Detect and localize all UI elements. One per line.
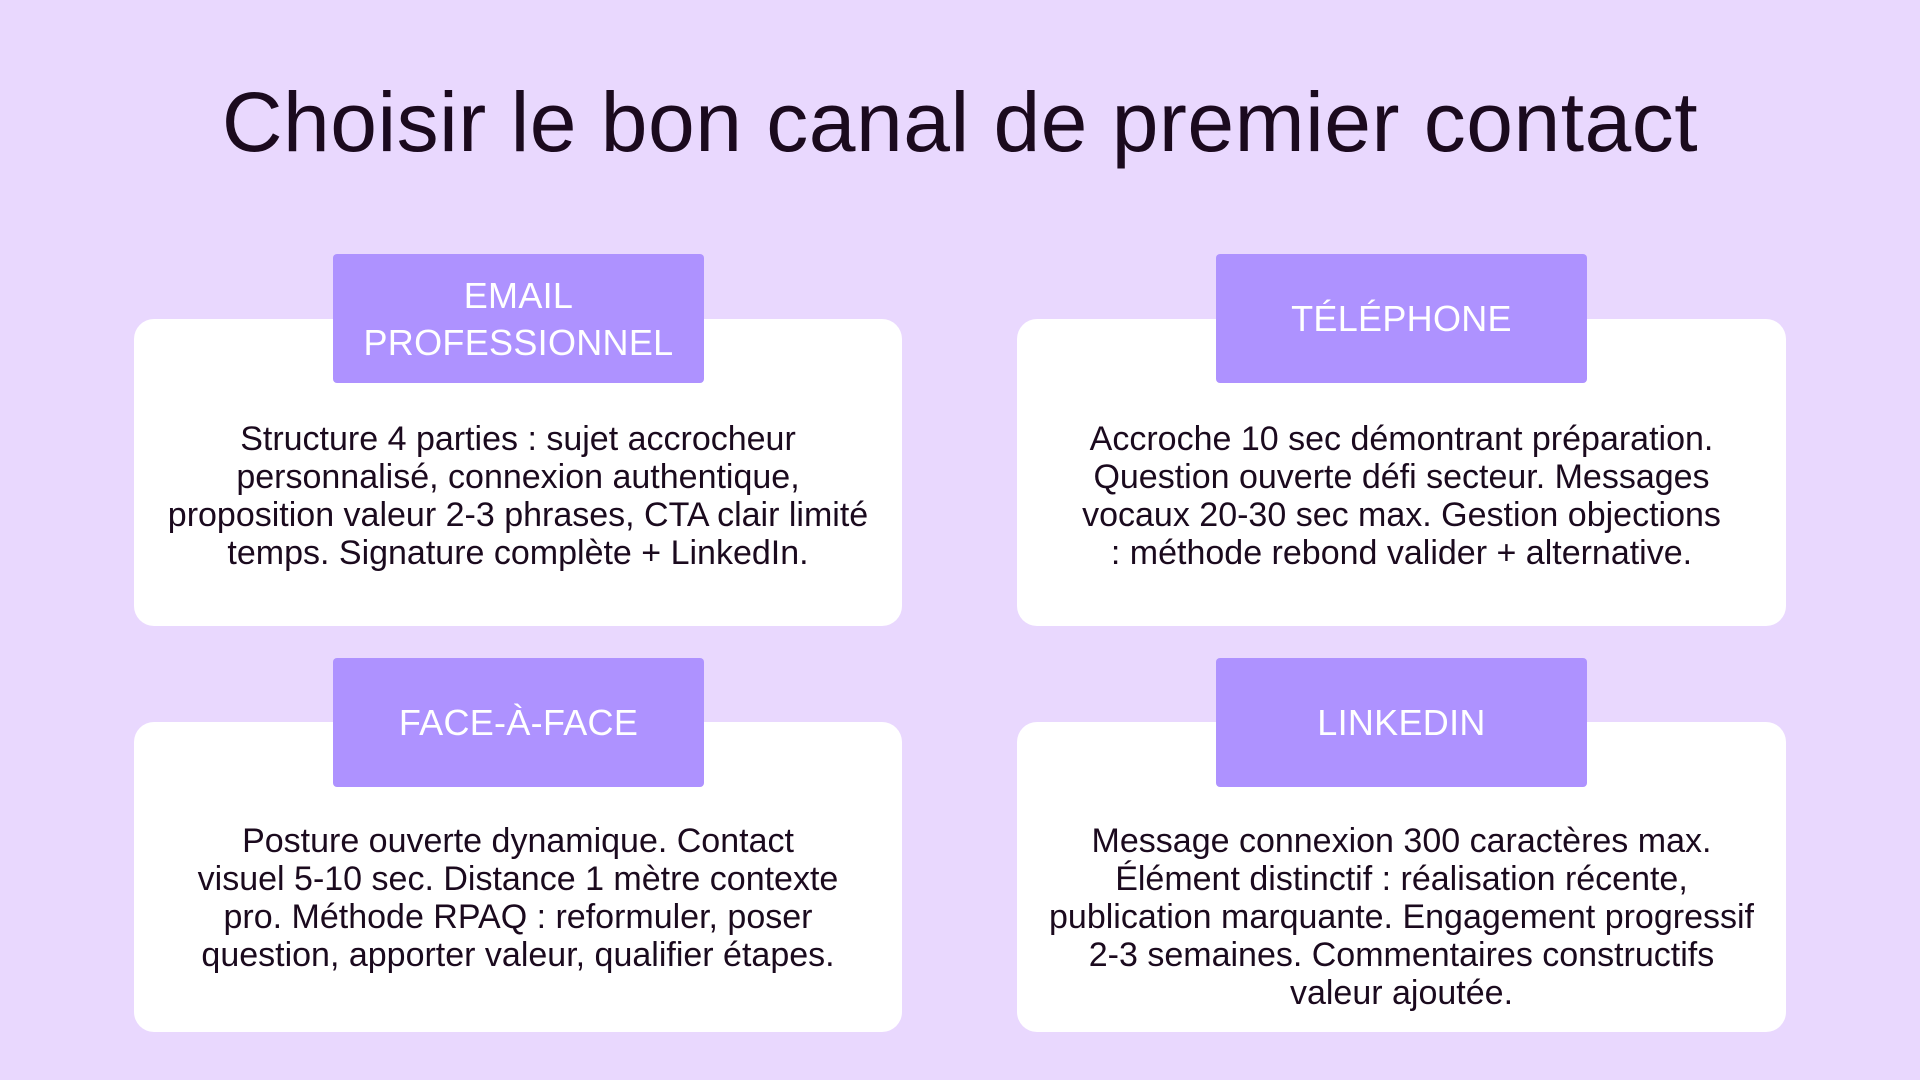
tab-telephone: TÉLÉPHONE xyxy=(1216,254,1587,383)
tab-face-a-face: FACE-À-FACE xyxy=(333,658,704,787)
tab-email-label: EMAIL PROFESSIONNEL xyxy=(363,274,674,363)
card-email-body: Structure 4 parties : sujet accrocheur p… xyxy=(167,420,869,572)
tab-linkedin-label: LINKEDIN xyxy=(1317,702,1486,743)
page-title: Choisir le bon canal de premier contact xyxy=(221,75,1699,169)
card-face-a-face: Posture ouverte dynamique. Contact visue… xyxy=(134,722,902,1032)
card-telephone-body: Accroche 10 sec démontrant préparation. … xyxy=(1082,420,1721,572)
card-linkedin-body: Message connexion 300 caractères max. Él… xyxy=(1049,822,1754,1012)
card-face-a-face-body: Posture ouverte dynamique. Contact visue… xyxy=(197,822,839,974)
tab-telephone-label: TÉLÉPHONE xyxy=(1291,298,1512,339)
card-linkedin: Message connexion 300 caractères max. Él… xyxy=(1017,722,1786,1032)
tab-face-a-face-label: FACE-À-FACE xyxy=(398,702,639,743)
tab-email: EMAIL PROFESSIONNEL xyxy=(333,254,704,383)
tab-linkedin: LINKEDIN xyxy=(1216,658,1587,787)
